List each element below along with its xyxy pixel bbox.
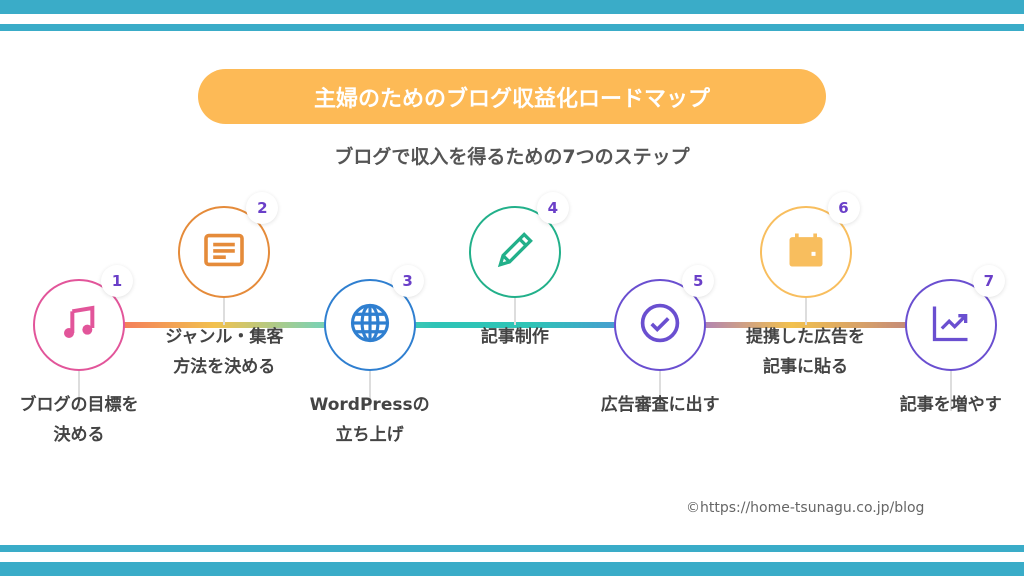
connector-stem <box>78 371 80 411</box>
step-label: ブログの目標を 決める <box>19 395 139 445</box>
step-number-badge: 7 <box>972 265 1005 297</box>
pencil-icon <box>493 228 537 276</box>
roadmap-line <box>120 322 910 328</box>
step-circle <box>323 279 416 371</box>
globe-icon <box>349 302 391 348</box>
connector-stem <box>513 298 516 325</box>
bottom-band-thick <box>0 562 1024 576</box>
step-number-badge: 4 <box>536 192 569 224</box>
subtitle: ブログで収入を得るための7つのステップ <box>334 146 690 168</box>
step-number-badge: 1 <box>101 265 133 297</box>
top-band-thick <box>0 0 1024 14</box>
step-label: 広告審査に出す <box>600 395 720 415</box>
step-circle <box>33 279 125 371</box>
top-band-thin <box>0 24 1024 31</box>
connector-stem <box>949 371 952 411</box>
connector-stem <box>804 298 807 325</box>
calendar-icon <box>784 228 828 276</box>
title-banner: 主婦のためのブログ収益化ロードマップ <box>198 69 826 124</box>
document-icon <box>202 232 246 272</box>
connector-stem <box>368 371 371 411</box>
copyright: ©https://home-tsunagu.co.jp/blog <box>686 500 925 516</box>
step-number-badge: 6 <box>827 192 860 224</box>
step-label: ジャンル・集客 方法を決める <box>165 327 284 377</box>
step-label: 記事制作 <box>480 327 549 347</box>
connector-stem <box>223 298 226 325</box>
step-label: WordPressの 立ち上げ <box>309 395 430 445</box>
step-label: 提携した広告を 記事に貼る <box>746 327 865 377</box>
bottom-band-thin <box>0 545 1024 552</box>
chart-line-icon <box>929 301 973 349</box>
step-number-badge: 5 <box>682 265 715 297</box>
step-label: 記事を増やす <box>899 395 1002 415</box>
music-note-icon <box>59 303 99 347</box>
connector-stem <box>659 371 662 411</box>
step-number-badge: 3 <box>391 265 424 297</box>
step-number-badge: 2 <box>246 192 279 224</box>
check-circle-icon <box>638 301 682 349</box>
